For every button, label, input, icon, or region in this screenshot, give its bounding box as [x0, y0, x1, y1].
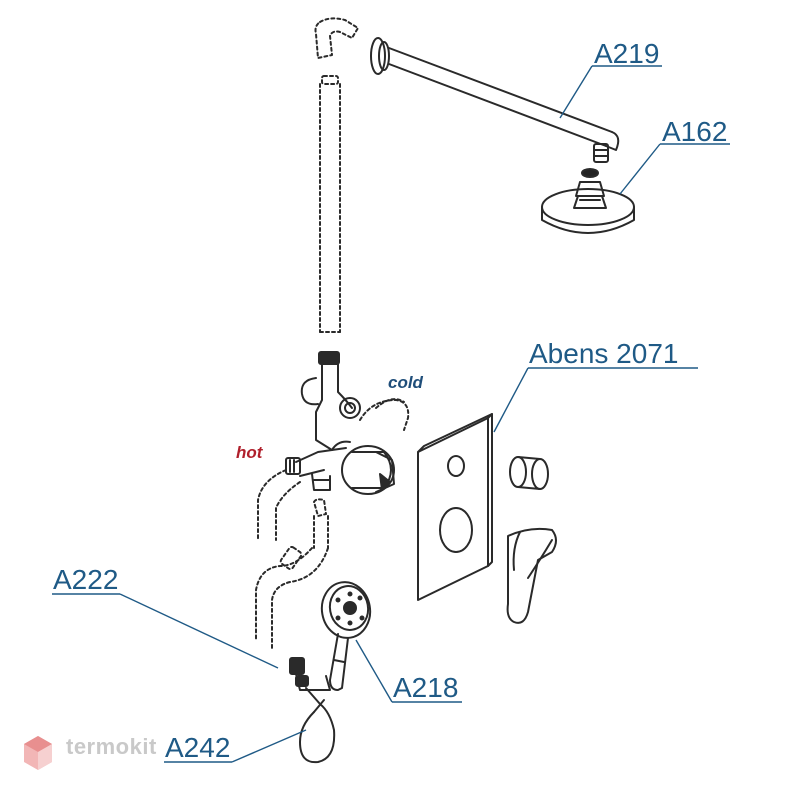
hose-and-holder [289, 657, 336, 764]
watermark-text: termokit [66, 734, 157, 759]
label-shower-head: A162 [662, 116, 728, 147]
watermark: termokit [22, 734, 157, 760]
leader-mixer [493, 367, 529, 433]
cover-plate [417, 413, 493, 601]
leader-a162 [619, 143, 661, 195]
knob [509, 456, 549, 490]
label-holder: A242 [165, 732, 231, 763]
riser-pipe [314, 17, 359, 333]
termokit-logo-icon [24, 736, 52, 770]
supply-pipes-hidden [255, 398, 410, 649]
shower-head [541, 168, 635, 234]
hand-shower [320, 581, 372, 691]
mixer-body [285, 351, 395, 495]
label-mixer: Abens 2071 [529, 338, 679, 369]
leader-a219 [559, 65, 593, 119]
shower-arm [370, 37, 620, 163]
lever-handle [506, 527, 557, 624]
label-shower-arm: A219 [594, 38, 660, 69]
leader-a242 [231, 729, 307, 763]
leader-lines [52, 65, 730, 763]
leader-a218 [355, 639, 393, 703]
leader-a222 [119, 593, 279, 669]
label-cold: cold [388, 373, 423, 392]
label-hose: A222 [53, 564, 119, 595]
label-hand-shower: A218 [393, 672, 459, 703]
label-hot: hot [236, 443, 263, 462]
